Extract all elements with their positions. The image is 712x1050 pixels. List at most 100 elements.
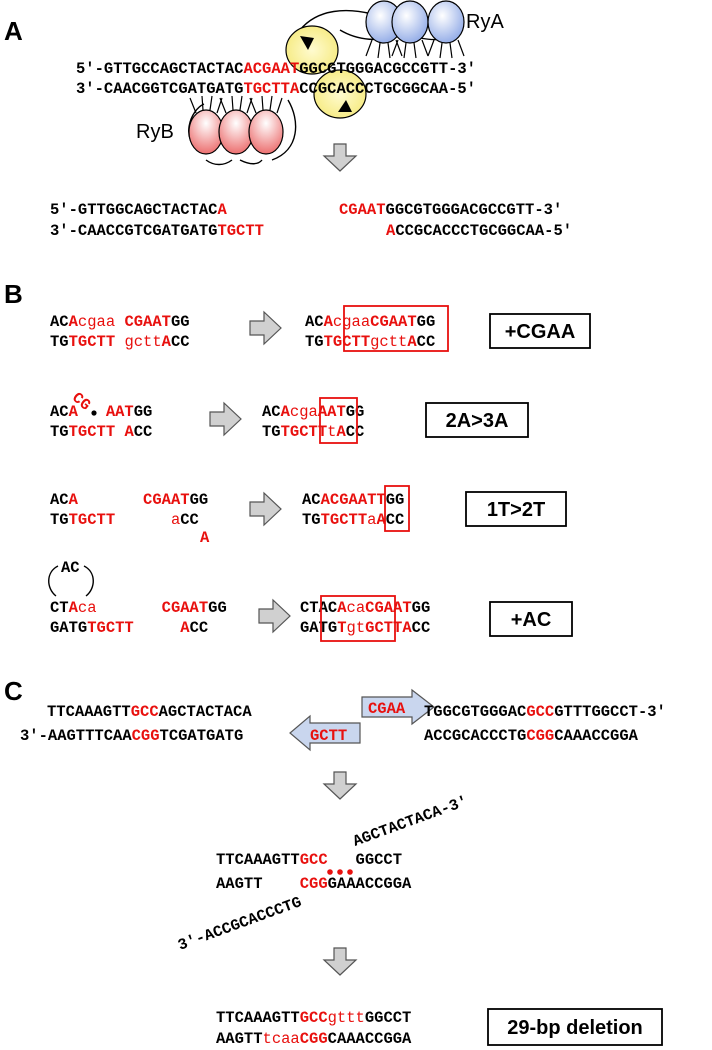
highlighted-bases: CGAAT xyxy=(339,201,386,219)
row4-left-bottom: GATGTGCTT ACC xyxy=(50,619,208,637)
result-label-box xyxy=(487,1008,663,1046)
sequence-bases: -5′ xyxy=(544,222,572,240)
sequence-bases: GG xyxy=(208,599,227,617)
sequence-bases: GG xyxy=(190,491,209,509)
row1-right-bottom: TGTGCTTgcttACC xyxy=(305,333,435,351)
highlighted-bases: CGAAT xyxy=(370,313,417,331)
sequence-bases: GATG xyxy=(50,619,87,637)
sequence-bases: AC xyxy=(50,403,69,421)
ryb-domain xyxy=(218,95,254,155)
sequence-bases: CC xyxy=(412,619,431,637)
mutation-label-box xyxy=(425,402,529,438)
highlighted-bases: gttt xyxy=(328,1009,365,1027)
rya-protein: RyA xyxy=(299,0,504,59)
sequence-bases: AC xyxy=(50,491,69,509)
highlighted-bases: CGAAT xyxy=(124,313,171,331)
sequence-bases: TG xyxy=(302,511,321,529)
sequence-bases: GG xyxy=(386,491,405,509)
ryb-label: RyB xyxy=(136,121,174,143)
highlighted-bases: A xyxy=(124,423,134,441)
highlighted-bases: A xyxy=(69,403,79,421)
row4-right-bottom: GATGTgtGCTTACC xyxy=(300,619,430,637)
sequence-bases: AAGTT xyxy=(216,1030,263,1048)
highlighted-bases: A xyxy=(281,403,291,421)
highlighted-bases: CGAAT xyxy=(162,599,209,617)
process-arrow-right xyxy=(249,491,282,527)
row4-right-top: CTACAcaCGAATGG xyxy=(300,599,430,617)
rya-domain xyxy=(391,0,429,59)
result-label: 29-bp deletion xyxy=(507,1017,643,1039)
sequence-bases: CC xyxy=(346,423,365,441)
right-fragment-bottom: ACCGCACCCTGCGGCAAACCGGA xyxy=(424,727,639,745)
row4-left-top: CTAca CGAATGG xyxy=(50,599,227,617)
sequence-bases: TTCAAAGTT xyxy=(216,851,300,869)
highlighted-bases: gt xyxy=(347,619,366,637)
row3-right-top: ACACGAATTGG xyxy=(302,491,404,509)
sequence-bases: GG xyxy=(417,313,436,331)
sequence-bases: GG xyxy=(346,403,365,421)
highlighted-bases: TGCTT xyxy=(87,619,134,637)
sequence-bases: AC xyxy=(302,491,321,509)
highlighted-bases: gctt xyxy=(124,333,161,351)
flap-up: AGCTACTACA-3′ xyxy=(351,792,471,850)
sequence-bases: AC xyxy=(262,403,281,421)
sequence-bases: TTCAAAGTT xyxy=(216,1009,300,1027)
sequence-bases: 3′- xyxy=(50,222,78,240)
sequence-bases xyxy=(134,619,181,637)
overhang-arrow-right xyxy=(361,688,435,726)
highlighted-bases: TGCTT xyxy=(281,423,328,441)
mutation-label-box xyxy=(465,491,567,527)
ryb-protein: RyB xyxy=(136,95,297,166)
rya-label: RyA xyxy=(466,11,504,33)
row2-right-bottom: TGTGCTTtACC xyxy=(262,423,364,441)
left-fragment-bottom: 3′-AAGTTTCAACGGTCGATGATG xyxy=(20,727,243,745)
cut-site-arrowhead xyxy=(338,100,352,112)
row2-left-bottom: TGTGCTT ACC xyxy=(50,423,152,441)
highlighted-bases: a xyxy=(309,403,318,421)
sequence-bases: CC xyxy=(134,423,153,441)
sequence-bases: TG xyxy=(50,511,69,529)
sequence-bases: CAAACCGGA xyxy=(554,727,638,745)
panel-b-label: B xyxy=(4,279,23,309)
sequence-bases: CTAC xyxy=(300,599,337,617)
highlighted-bases: A xyxy=(386,222,396,240)
highlighted-bases: a xyxy=(367,511,376,529)
sequence-bases: -3′ xyxy=(534,201,562,219)
highlighted-bases: GCC xyxy=(300,851,328,869)
cut-bottom-left: 3′-CAACCGTCGATGATGTGCTT xyxy=(50,222,264,240)
sequence-bases xyxy=(115,423,124,441)
row3-left-top: ACA CGAATGG xyxy=(50,491,208,509)
row3-left-bottom: TGTGCTT aCC xyxy=(50,511,199,529)
row3-extra-base: A xyxy=(200,529,210,547)
highlighted-bases: TGCTT xyxy=(324,333,371,351)
loop-bracket xyxy=(83,565,94,597)
highlighted-bases: cg xyxy=(290,403,309,421)
sequence-bases: TG xyxy=(50,333,69,351)
sequence-bases: GTTGGCAGCTACTAC xyxy=(78,201,218,219)
change-highlight-box xyxy=(384,485,410,532)
sequence-bases: GGCCT xyxy=(365,1009,412,1027)
row3-right-bottom: TGTGCTTaACC xyxy=(302,511,404,529)
process-arrow-down xyxy=(322,947,358,976)
sequence-bases: TG xyxy=(305,333,324,351)
highlighted-bases: A xyxy=(69,491,79,509)
sequence-bases xyxy=(115,333,124,351)
highlighted-bases: ACGAATT xyxy=(321,491,386,509)
mutation-label: 2A>3A xyxy=(446,410,509,432)
sequence-bases: TGGCGTGGGAC xyxy=(424,703,526,721)
highlighted-bases: CGG xyxy=(300,875,328,893)
annealed-bottom: AAGTT CGGGAAACCGGA xyxy=(216,875,412,893)
annealed-top: TTCAAAGTTGCC GGCCT xyxy=(216,851,402,869)
microhomology-pairing-dots xyxy=(327,869,353,875)
sequence-bases: TG xyxy=(262,423,281,441)
sequence-bases: GGCGTGGGACGCCGTT xyxy=(386,201,535,219)
highlighted-bases: ca xyxy=(78,599,97,617)
highlighted-bases: A xyxy=(69,313,79,331)
mutation-label-box xyxy=(489,601,573,637)
cut-site-arrowhead xyxy=(300,36,314,50)
row2-left-top: ACA AATGG xyxy=(50,403,152,421)
sequence-bases: CAAACCGGA xyxy=(328,1030,412,1048)
sequence-bases: CAACGGTCGATGATG xyxy=(104,80,244,98)
sequence-bases: CC xyxy=(386,511,405,529)
